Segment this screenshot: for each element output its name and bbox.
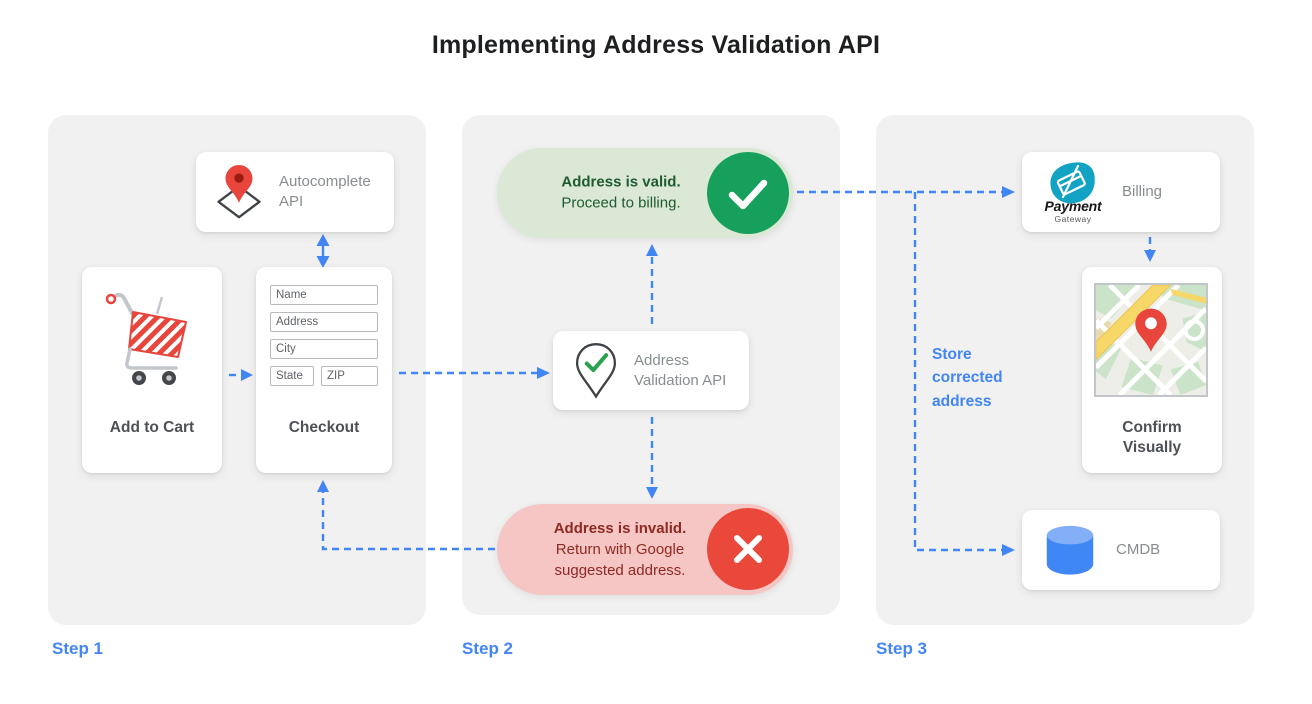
address-validation-api-label: Address Validation API bbox=[634, 351, 727, 389]
address-field bbox=[270, 312, 378, 332]
x-icon bbox=[707, 508, 789, 590]
shopping-cart-icon bbox=[102, 287, 202, 389]
valid-result-pill: Address is valid. Proceed to billing. bbox=[497, 148, 793, 238]
city-field bbox=[270, 339, 378, 359]
invalid-result-text: Address is invalid. Return with Google s… bbox=[525, 518, 715, 582]
billing-card: Payment Gateway Billing bbox=[1022, 152, 1220, 232]
step1-label: Step 1 bbox=[52, 639, 104, 658]
step3-label: Step 3 bbox=[876, 639, 928, 658]
invalid-body: Return with Google suggested address. bbox=[554, 540, 686, 580]
autocomplete-api-card: Autocomplete API bbox=[196, 152, 394, 232]
zip-field bbox=[321, 366, 378, 386]
invalid-result-pill: Address is invalid. Return with Google s… bbox=[497, 504, 793, 595]
payment-logo-title: Payment bbox=[1044, 197, 1102, 214]
valid-headline: Address is valid. bbox=[561, 173, 681, 191]
billing-label: Billing bbox=[1122, 183, 1163, 201]
confirm-visually-label: Confirm Visually bbox=[1122, 419, 1182, 457]
database-cylinder-icon bbox=[1044, 523, 1096, 577]
cmdb-card: CMDB bbox=[1022, 510, 1220, 590]
name-field bbox=[270, 285, 378, 305]
valid-body: Proceed to billing. bbox=[561, 195, 681, 212]
page-title: Implementing Address Validation API bbox=[431, 31, 881, 59]
add-to-cart-label: Add to Cart bbox=[109, 419, 195, 436]
store-corrected-address-note: Store corrected address bbox=[932, 346, 1003, 410]
step2-label: Step 2 bbox=[462, 639, 514, 658]
payment-logo-subtitle: Gateway bbox=[1054, 213, 1092, 224]
invalid-headline: Address is invalid. bbox=[553, 519, 687, 537]
confirm-visually-card: Confirm Visually bbox=[1082, 267, 1222, 473]
add-to-cart-card: Add to Cart bbox=[82, 267, 222, 473]
autocomplete-api-label: Autocomplete API bbox=[279, 173, 371, 210]
map-thumbnail bbox=[1094, 283, 1208, 397]
checkout-form bbox=[256, 267, 392, 386]
cmdb-label: CMDB bbox=[1116, 541, 1161, 559]
checkmark-icon bbox=[707, 152, 789, 234]
map-pin-diamond-icon bbox=[212, 163, 266, 221]
checkout-card: Checkout bbox=[256, 267, 392, 473]
state-field bbox=[270, 366, 314, 386]
checkout-label: Checkout bbox=[288, 419, 360, 436]
valid-result-text: Address is valid. Proceed to billing. bbox=[523, 172, 719, 215]
payment-gateway-blob-icon bbox=[1050, 161, 1095, 203]
payment-gateway-logo: Payment Gateway bbox=[1032, 161, 1114, 224]
address-validation-api-card: Address Validation API bbox=[553, 331, 749, 410]
pin-check-icon bbox=[573, 342, 619, 400]
